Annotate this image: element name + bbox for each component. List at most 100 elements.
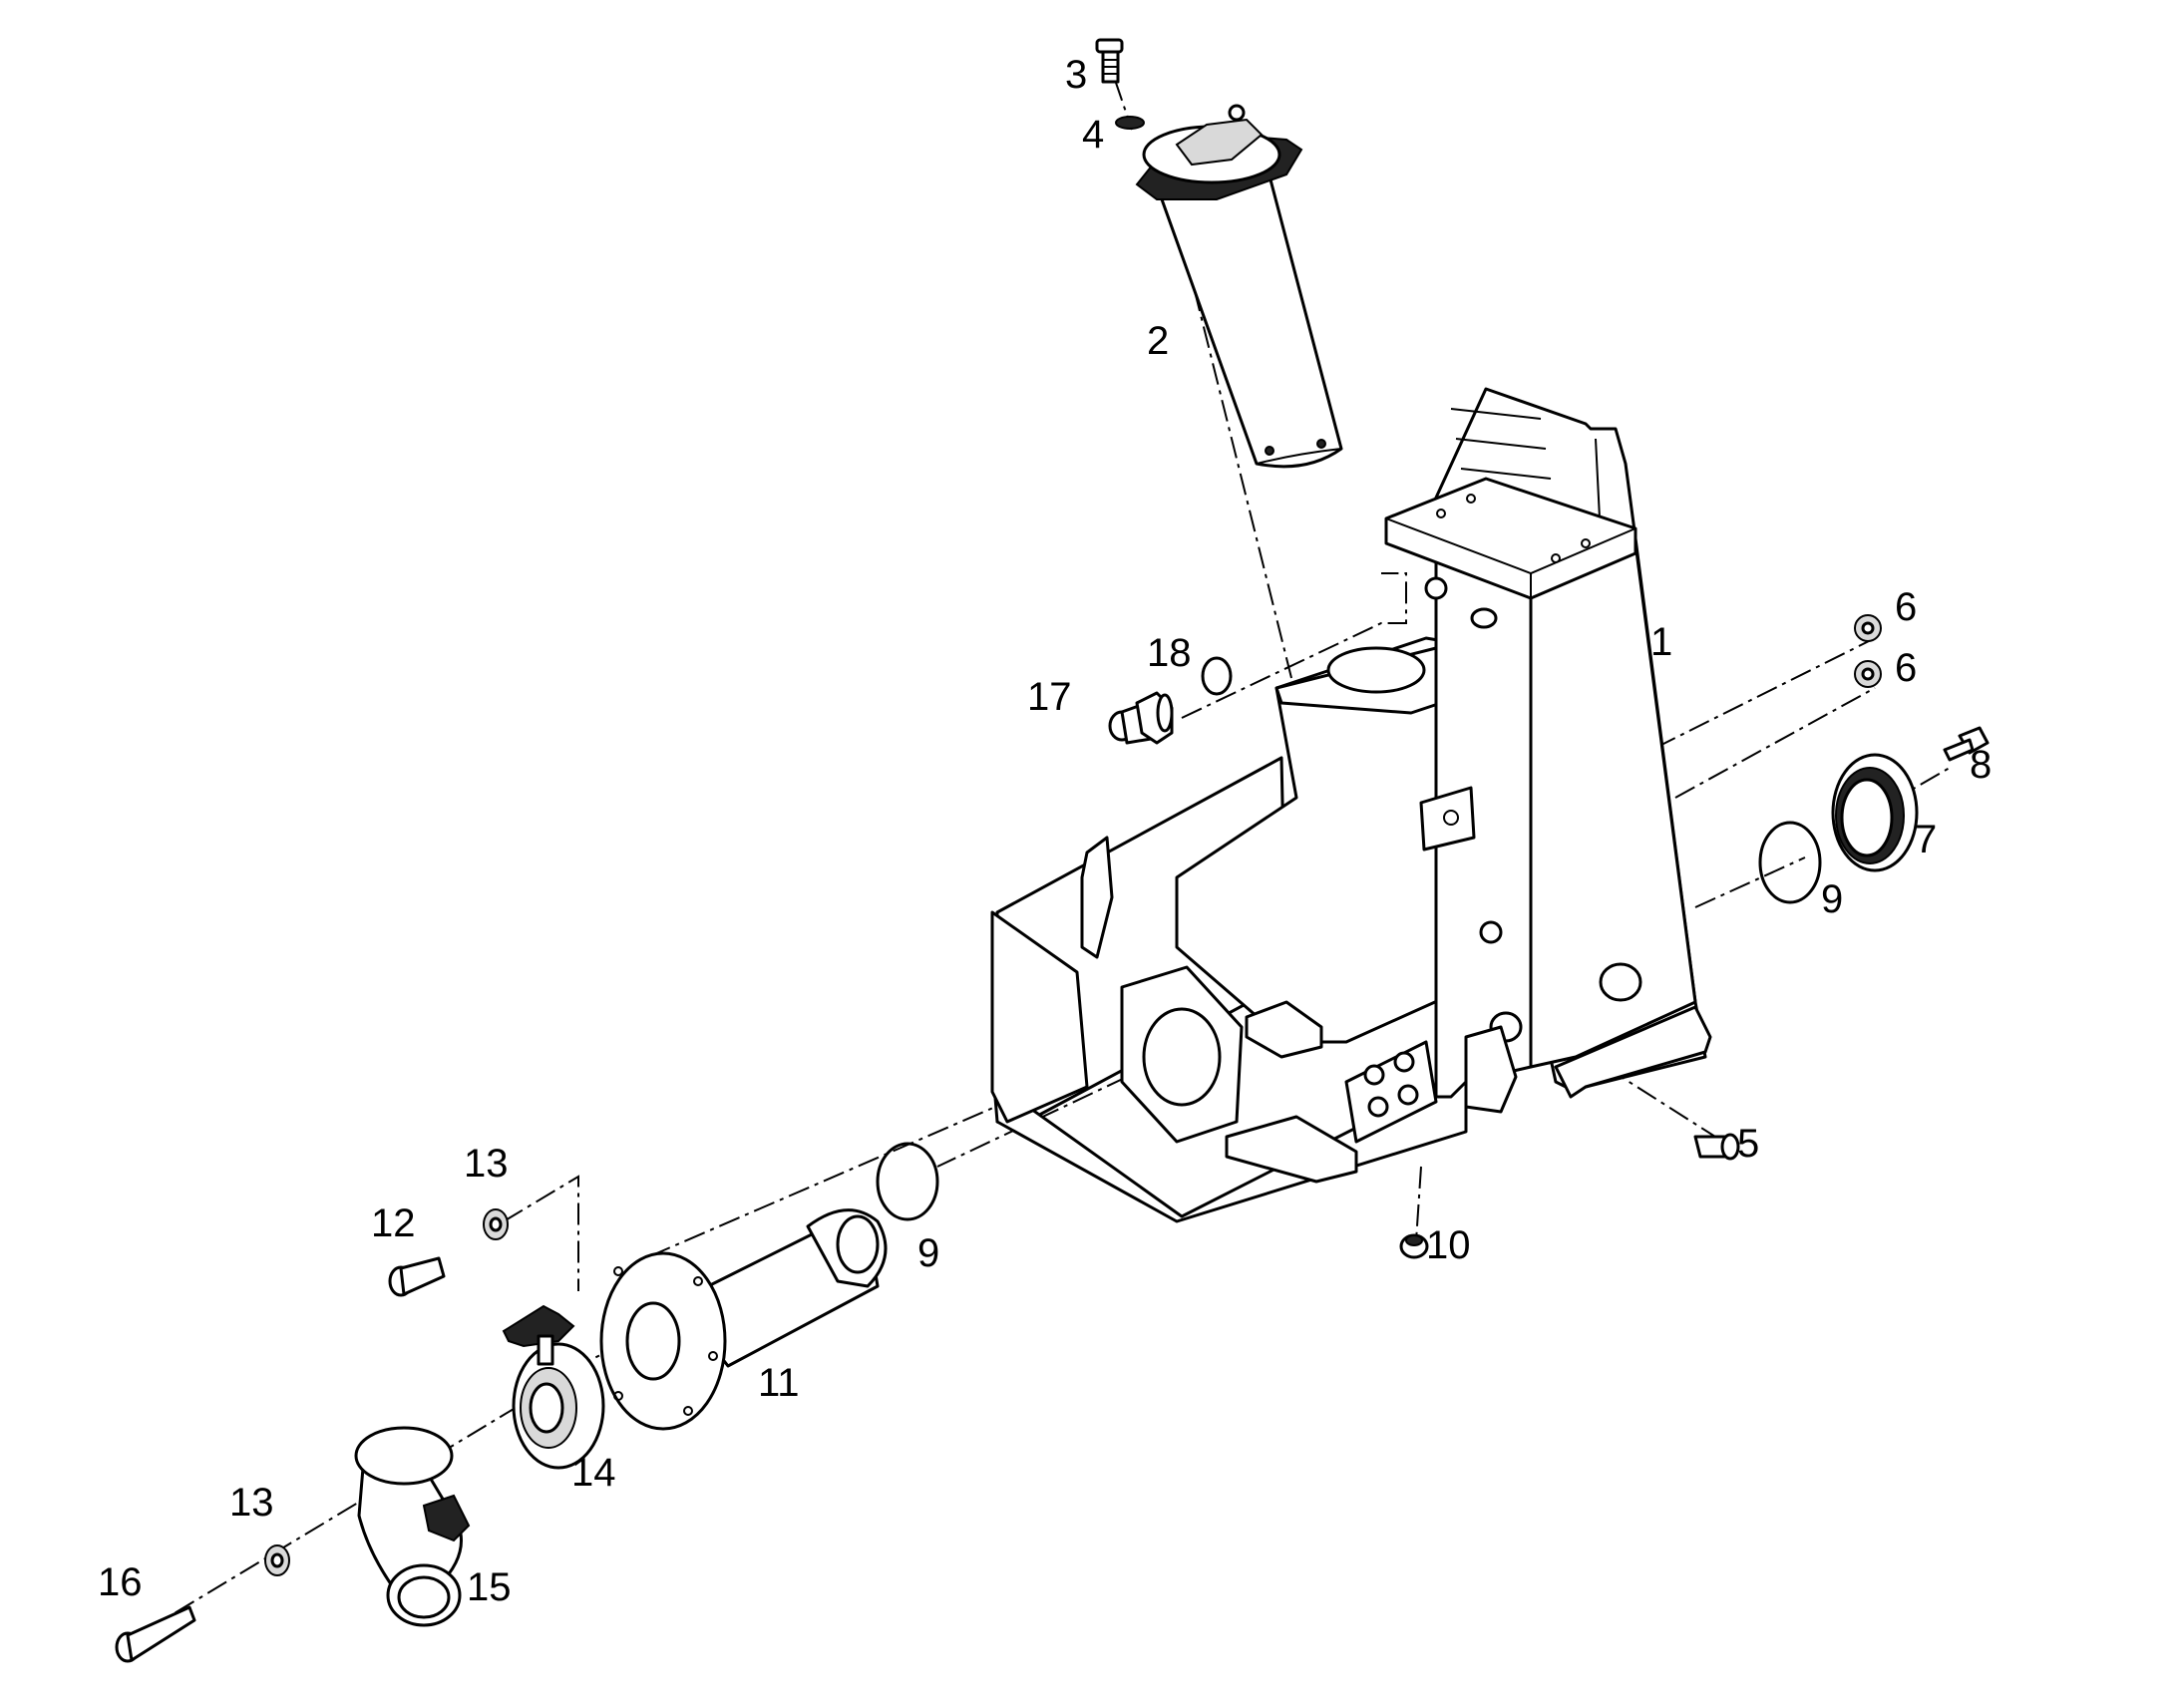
frame-tower-fitting <box>1470 607 1498 629</box>
valve-14-stem <box>537 1334 554 1366</box>
leader-nut-6b <box>1674 687 1876 799</box>
leader-plug-17 <box>1181 572 1407 719</box>
frame-top-plate-edge <box>1385 517 1636 598</box>
elbow-15-clamp <box>422 1494 471 1542</box>
elbow-15-outlet-inner <box>397 1575 451 1619</box>
callout-17: 17 <box>1027 675 1072 719</box>
callout-5: 5 <box>1737 1122 1759 1166</box>
screw-3-part <box>1095 38 1124 84</box>
callout-4: 4 <box>1082 113 1104 157</box>
callout-14: 14 <box>571 1451 616 1495</box>
bolt-5-head <box>1720 1133 1740 1161</box>
callout-7: 7 <box>1915 818 1937 861</box>
bolt-16-shank <box>126 1605 196 1662</box>
nut-6b-hole <box>1861 667 1875 681</box>
callout-12: 12 <box>371 1201 416 1245</box>
plug-17-part <box>1108 691 1174 745</box>
callout-13-lower: 13 <box>229 1481 274 1525</box>
washer-13-bottom-part <box>264 1544 290 1576</box>
frame-top-hole-3 <box>1551 553 1561 563</box>
o-ring-18-part <box>1201 656 1233 696</box>
frame-base-foot-right <box>1554 1005 1712 1099</box>
frame-tower-nut <box>1424 576 1448 600</box>
callout-labels: 1 2 3 4 5 6 6 7 8 9 9 10 11 12 13 13 14 … <box>98 53 1992 1609</box>
callout-6-lower: 6 <box>1895 646 1917 690</box>
frame-top-plate <box>1384 477 1637 600</box>
frame-inner-block <box>1245 1000 1323 1059</box>
cylinder-bottom-pin-2 <box>1316 439 1326 449</box>
callout-3: 3 <box>1065 53 1087 97</box>
cylinder-top-port <box>1228 104 1246 122</box>
callout-11: 11 <box>758 1361 800 1405</box>
frame-top-hole-4 <box>1581 538 1591 548</box>
plug-10-top <box>1405 1234 1423 1246</box>
washer-13-top-hole <box>489 1216 503 1232</box>
pipe-11-bolt-hole-3 <box>708 1351 718 1361</box>
leader-ring-9-right <box>1694 856 1806 908</box>
cylinder-body <box>1160 163 1343 469</box>
bearing-flange-7-part <box>1831 753 1919 872</box>
frame-tower-clamp <box>1464 1025 1518 1114</box>
washer-13-bottom-hole <box>270 1552 284 1568</box>
nut-6b-part <box>1854 660 1882 688</box>
valve-14-handle <box>502 1304 575 1348</box>
frame-port-2 <box>1393 1051 1415 1073</box>
valve-14-bore <box>529 1382 564 1434</box>
frame-funnel-top-hole <box>1326 646 1426 694</box>
pipe-11-bore <box>625 1301 681 1381</box>
cylinder-bottom-pin-1 <box>1265 446 1274 456</box>
frame-rear-lug <box>1080 836 1114 959</box>
plug-10-part <box>1399 1233 1429 1259</box>
bolt-12-shank <box>399 1256 446 1296</box>
bolt-8-part <box>1943 726 1990 762</box>
callout-15: 15 <box>467 1565 512 1609</box>
frame-port-1 <box>1363 1064 1385 1086</box>
o-ring-9-left-part <box>876 1142 939 1221</box>
leader-plug-10 <box>1415 1166 1422 1242</box>
frame-mount-hole <box>1142 1007 1222 1107</box>
callout-6-upper: 6 <box>1895 585 1917 629</box>
cylinder-tube-part <box>1135 104 1343 469</box>
o-ring-9-right-part <box>1758 821 1822 904</box>
cylinder-top-fitting <box>1175 118 1264 167</box>
callout-18: 18 <box>1147 631 1192 675</box>
bolt-5-part <box>1693 1133 1740 1161</box>
callout-13-upper: 13 <box>464 1142 509 1186</box>
callout-9-left: 9 <box>917 1231 939 1275</box>
plug-17-collar <box>1156 693 1174 733</box>
screw-3-thread <box>1103 59 1118 75</box>
frame-port-3 <box>1367 1096 1389 1118</box>
leader-nut-6a <box>1654 637 1876 749</box>
frame-tower-ribs <box>1450 408 1602 539</box>
frame-tower-boss-mid <box>1479 920 1503 944</box>
frame-top-hole-2 <box>1466 494 1476 504</box>
flange-7-inner <box>1840 778 1894 857</box>
cylinder-bottom-edge <box>1256 448 1342 465</box>
callout-9-right: 9 <box>1821 877 1843 921</box>
nut-6a-hole <box>1861 621 1875 635</box>
pipe-11-bolt-hole-1 <box>613 1266 623 1276</box>
callout-8: 8 <box>1970 743 1992 787</box>
elbow-15-flange <box>354 1426 454 1486</box>
pipe-11-bolt-hole-5 <box>613 1391 623 1401</box>
washer-13-top-part <box>483 1208 509 1240</box>
frame-small-bracket <box>1419 786 1476 852</box>
pipe-11-bolt-hole-2 <box>693 1276 703 1286</box>
callout-16: 16 <box>98 1560 143 1604</box>
frame-port-4 <box>1397 1084 1419 1106</box>
bolt-16-part <box>115 1605 196 1663</box>
small-seal-4-part <box>1115 116 1145 130</box>
screw-3-head <box>1095 38 1124 54</box>
callout-1: 1 <box>1650 620 1672 664</box>
leader-washer-13-top <box>503 1175 579 1291</box>
callout-10: 10 <box>1426 1223 1471 1267</box>
bolt-8-shank <box>1943 738 1975 762</box>
pipe-11-outlet <box>836 1214 880 1274</box>
pipe-flange-11-part <box>599 1208 888 1431</box>
frame-tower-boss-lower <box>1599 962 1642 1002</box>
nut-6a-part <box>1854 614 1882 642</box>
frame-base-foot-left <box>1225 1115 1358 1184</box>
frame-box-side-left <box>990 910 1089 1124</box>
butterfly-valve-14-part <box>502 1304 605 1470</box>
